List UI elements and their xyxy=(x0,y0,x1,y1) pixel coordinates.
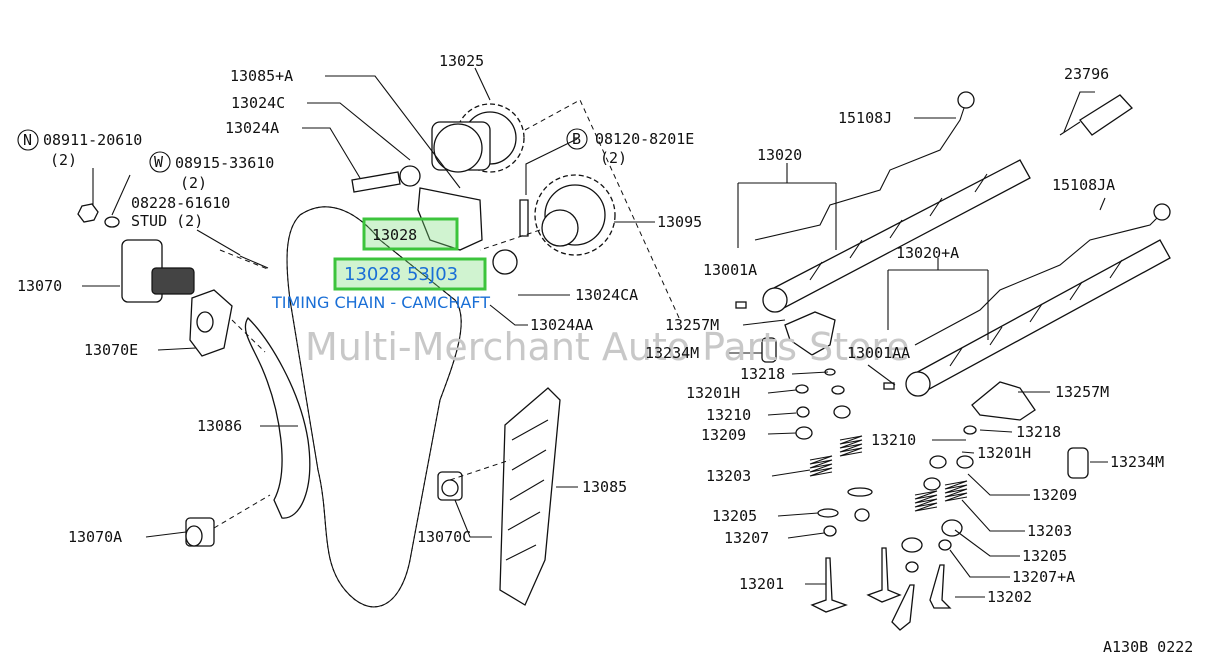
highlight-box-part-number[interactable] xyxy=(333,257,487,291)
callout-13205-1: 13205 xyxy=(712,507,757,525)
washer-13024c-drawing xyxy=(399,165,421,187)
callout-08120-qty: (2) xyxy=(600,149,627,167)
callout-08915-qty: (2) xyxy=(180,174,207,192)
cam-sensor-drawing xyxy=(1059,94,1133,136)
bolt-13070c-drawing xyxy=(437,471,463,501)
bolt-08120-drawing xyxy=(519,199,529,237)
camshaft-exhaust-drawing xyxy=(905,239,1171,397)
marker-n: N xyxy=(17,129,39,151)
leader-lines xyxy=(82,67,1108,598)
nut-drawing xyxy=(77,203,99,223)
callout-13218-1: 13218 xyxy=(740,365,785,383)
cam-sprocket-lower-drawing xyxy=(534,174,616,256)
callout-labels: 13085+A 13025 13024C 13024A 08911-20610 … xyxy=(17,52,1193,656)
callout-13209-2: 13209 xyxy=(1032,486,1077,504)
callout-13070a: 13070A xyxy=(68,528,122,546)
callout-13020: 13020 xyxy=(757,146,802,164)
marker-b: B xyxy=(566,128,588,150)
callout-13205-2: 13205 xyxy=(1022,547,1067,565)
valve-springs-drawing xyxy=(809,435,968,512)
callout-08915: 08915-33610 xyxy=(175,154,274,172)
callout-13024aa: 13024AA xyxy=(530,316,593,334)
stud-drawing xyxy=(239,255,269,269)
callout-13024c: 13024C xyxy=(231,94,285,112)
highlight-description: TIMING CHAIN - CAMCHAFT xyxy=(271,293,490,312)
callout-figure-code: A130B 0222 xyxy=(1103,638,1193,656)
rocker-follower-2-drawing xyxy=(971,381,1036,421)
callout-13070c: 13070C xyxy=(417,528,471,546)
callout-13207a: 13207+A xyxy=(1012,568,1075,586)
callout-13234m-2: 13234M xyxy=(1110,453,1164,471)
svg-text:W: W xyxy=(154,153,164,171)
bolt-drawing xyxy=(351,171,401,193)
callout-08120: 08120-8201E xyxy=(595,130,694,148)
callout-13025: 13025 xyxy=(439,52,484,70)
cam-sprocket-upper-drawing xyxy=(431,103,525,173)
lash-adjuster-2-drawing xyxy=(1067,447,1089,479)
callout-15108ja: 15108JA xyxy=(1052,176,1115,194)
callout-13202: 13202 xyxy=(987,588,1032,606)
callout-13203-2: 13203 xyxy=(1027,522,1072,540)
callout-13201h-1: 13201H xyxy=(686,384,740,402)
callout-13257m-2: 13257M xyxy=(1055,383,1109,401)
tensioner-drawing xyxy=(121,239,233,357)
callout-13201: 13201 xyxy=(739,575,784,593)
timing-chain-drawing xyxy=(286,206,462,608)
callout-13218-2: 13218 xyxy=(1016,423,1061,441)
callout-13001aa: 13001AA xyxy=(847,344,910,362)
svg-text:N: N xyxy=(23,131,32,149)
callout-08228: 08228-61610 xyxy=(131,194,230,212)
callout-13201h-2: 13201H xyxy=(977,444,1031,462)
svg-text:B: B xyxy=(572,130,581,148)
callout-stud: STUD (2) xyxy=(131,212,203,230)
camshaft-intake-drawing xyxy=(762,159,1031,313)
callout-08911-qty: (2) xyxy=(50,151,77,169)
highlight-part-number[interactable]: 13028 53J03 xyxy=(344,264,458,285)
callout-13234m-1: 13234M xyxy=(645,344,699,362)
bolt-13070a-drawing xyxy=(185,517,215,547)
callout-13209-1: 13209 xyxy=(701,426,746,444)
callout-13085a: 13085+A xyxy=(230,67,293,85)
callout-13210-2: 13210 xyxy=(871,431,916,449)
lash-adjuster-1-drawing xyxy=(761,337,777,363)
callout-15108j: 15108J xyxy=(838,109,892,127)
valve-small-parts-drawing xyxy=(735,301,977,573)
highlight-ref-label[interactable]: 13028 xyxy=(372,226,417,244)
rocker-follower-1-drawing xyxy=(784,311,836,356)
watermark: Multi-Merchant Auto Parts Store xyxy=(305,325,910,369)
callout-13257m-1: 13257M xyxy=(665,316,719,334)
callout-13024ca: 13024CA xyxy=(575,286,638,304)
callout-13207: 13207 xyxy=(724,529,769,547)
washer-drawing xyxy=(104,216,120,228)
callout-23796: 23796 xyxy=(1064,65,1109,83)
callout-13086: 13086 xyxy=(197,417,242,435)
callout-13070e: 13070E xyxy=(84,341,138,359)
highlight-box-ref[interactable] xyxy=(362,217,459,251)
callout-13203-1: 13203 xyxy=(706,467,751,485)
marker-w: W xyxy=(149,151,171,173)
callout-13070: 13070 xyxy=(17,277,62,295)
washer-13024ca-drawing xyxy=(492,249,518,275)
oil-pipe-15108ja-drawing xyxy=(914,214,1161,346)
tensioner-guide-drawing xyxy=(499,387,561,606)
chain-guide-drawing xyxy=(244,316,311,519)
callout-08911: 08911-20610 xyxy=(43,131,142,149)
callout-13085: 13085 xyxy=(582,478,627,496)
valves-drawing xyxy=(810,547,952,631)
callout-13210-1: 13210 xyxy=(706,406,751,424)
oil-pipe-15108j-drawing xyxy=(754,101,967,241)
callout-13020a: 13020+A xyxy=(896,244,959,262)
callout-13024a: 13024A xyxy=(225,119,279,137)
callout-13095: 13095 xyxy=(657,213,702,231)
callout-13001a: 13001A xyxy=(703,261,757,279)
